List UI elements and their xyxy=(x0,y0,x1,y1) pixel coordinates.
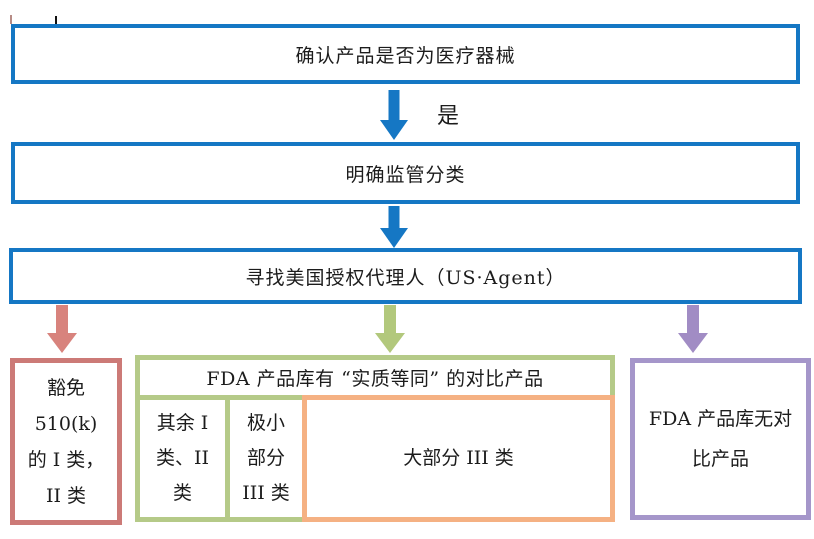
exempt-line: 的 I 类， xyxy=(27,448,105,471)
equivalent-cell-small-class3: 极小 部分 III 类 xyxy=(230,400,302,517)
no-match-line: FDA 产品库无对 xyxy=(648,408,793,430)
arrow-stem xyxy=(56,305,68,335)
cell-line: 其余 I xyxy=(156,412,209,434)
exempt-line: II 类 xyxy=(45,484,87,507)
equivalent-cell-class1-2: 其余 I 类、II 类 xyxy=(140,400,230,517)
cursor-tick-artifact xyxy=(55,16,57,25)
branch-arrow-equivalent-icon xyxy=(375,305,405,353)
arrow-down-1-icon xyxy=(380,90,408,140)
step3-box: 寻找美国授权代理人（US·Agent） xyxy=(9,248,802,304)
step1-label: 确认产品是否为医疗器械 xyxy=(295,44,516,67)
arrow-stem xyxy=(384,305,396,335)
cell-line: 类、II xyxy=(155,447,209,469)
cell-line: 部分 xyxy=(246,447,285,469)
cell-line: III 类 xyxy=(242,482,290,504)
equivalent-cell-most-class3: 大部分 III 类 xyxy=(302,395,615,522)
arrow-head xyxy=(380,228,408,248)
small-tick-artifact xyxy=(10,15,12,24)
step2-box: 明确监管分类 xyxy=(11,142,800,204)
arrow-down-2-icon xyxy=(380,206,408,248)
cell-line: 极小 xyxy=(246,412,285,434)
outcome-exempt-box: 豁免 510(k) 的 I 类， II 类 xyxy=(10,358,122,525)
no-match-line: 比产品 xyxy=(691,448,749,470)
yes-label: 是 xyxy=(437,104,460,129)
arrow-head xyxy=(380,120,408,140)
exempt-line: 510(k) xyxy=(34,412,98,435)
arrow-stem xyxy=(388,90,400,122)
arrow-head xyxy=(47,333,77,353)
arrow-head xyxy=(678,333,708,353)
step2-label: 明确监管分类 xyxy=(345,163,466,186)
arrow-head xyxy=(375,333,405,353)
branch-arrow-no-match-icon xyxy=(678,305,708,353)
cell-line: 大部分 III 类 xyxy=(403,447,514,469)
step3-label: 寻找美国授权代理人（US·Agent） xyxy=(245,266,566,289)
step1-box: 确认产品是否为医疗器械 xyxy=(11,24,800,84)
branch-arrow-exempt-icon xyxy=(47,305,77,353)
outcome-no-match-box: FDA 产品库无对 比产品 xyxy=(630,358,811,520)
outcome-equivalent-box: FDA 产品库有 “实质等同” 的对比产品 其余 I 类、II 类 极小 部分 … xyxy=(135,355,615,522)
exempt-line: 豁免 xyxy=(46,376,85,399)
equivalent-header: FDA 产品库有 “实质等同” 的对比产品 xyxy=(140,360,610,400)
arrow-stem xyxy=(687,305,699,335)
cell-line: 类 xyxy=(172,482,192,504)
arrow-stem xyxy=(388,206,400,230)
equivalent-row: 其余 I 类、II 类 极小 部分 III 类 大部分 III 类 xyxy=(140,395,615,522)
